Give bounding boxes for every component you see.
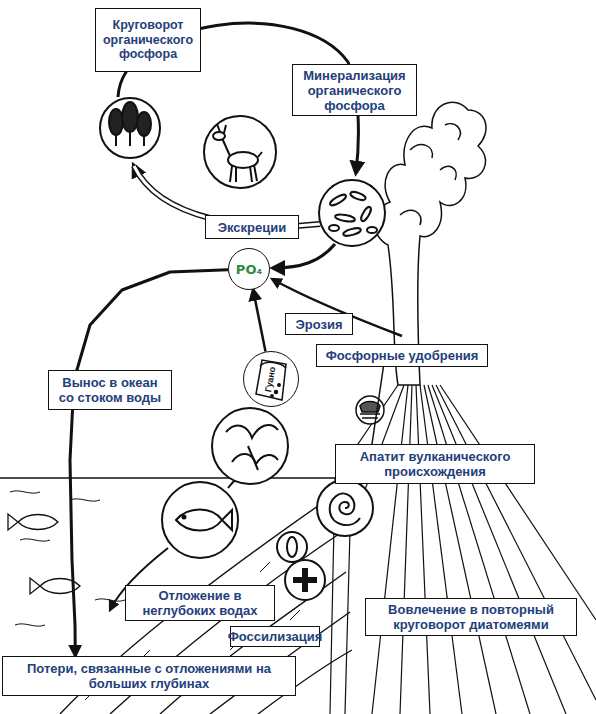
circle-label: Гуано xyxy=(263,365,278,392)
volcano-body xyxy=(330,385,398,714)
flow-arrow xyxy=(253,290,265,352)
process-box: Эрозия xyxy=(285,313,353,335)
box-label: Апатит вулканического происхождения xyxy=(340,449,530,479)
sea xyxy=(0,477,335,479)
cycle-arrow xyxy=(272,279,402,336)
box-label: Эрозия xyxy=(296,317,343,332)
box-label: Круговорот органического фосфора xyxy=(100,18,196,62)
box-label: Фоссилизация xyxy=(228,629,323,644)
box-label: Отложение в неглубоких водах xyxy=(130,588,270,618)
compound-circle: PO₄ xyxy=(228,248,270,290)
process-box: Вовлечение в повторный круговорот диатом… xyxy=(365,598,577,636)
guano-bag xyxy=(256,360,286,400)
fish-circle xyxy=(162,482,238,558)
process-box: Потери, связанные с отложениями на больш… xyxy=(2,656,296,696)
fish-circle xyxy=(183,516,186,519)
bacteria-circle xyxy=(329,225,339,231)
apatite-circle xyxy=(356,396,384,424)
fossil-circle xyxy=(293,568,317,592)
fossil-circle xyxy=(277,532,307,562)
bacteria-circle xyxy=(319,180,385,246)
bacteria-circle xyxy=(319,180,385,246)
trees-circle xyxy=(122,102,138,132)
bacteria-circle xyxy=(335,213,356,222)
box-label: Вынос в океан со стоком воды xyxy=(53,375,167,405)
process-box: Фосфорные удобрения xyxy=(316,344,488,367)
trees-circle xyxy=(100,98,160,158)
bacteria-circle xyxy=(349,190,366,201)
volcano-plume xyxy=(410,145,432,158)
trees-circle xyxy=(100,98,160,158)
trees-circle xyxy=(116,132,144,146)
process-box: Вынос в океан со стоком воды xyxy=(48,370,172,410)
volcano-body xyxy=(345,385,404,714)
fossil-circle xyxy=(287,537,297,557)
volcano-body xyxy=(372,385,408,714)
process-box: Экскреции xyxy=(205,215,299,239)
box-label: Потери, связанные с отложениями на больш… xyxy=(7,661,291,691)
box-label: Фосфорные удобрения xyxy=(326,348,479,363)
volcano-body xyxy=(420,385,462,714)
deer-circle xyxy=(213,132,225,140)
guano-bag xyxy=(271,395,273,397)
process-box: Круговорот органического фосфора xyxy=(95,8,201,72)
process-box: Апатит вулканического происхождения xyxy=(335,444,535,484)
guano-bag xyxy=(256,360,286,400)
bacteria-circle xyxy=(359,206,372,223)
volcano-plume xyxy=(445,124,460,140)
deer-circle xyxy=(222,138,230,156)
fossil-circle xyxy=(317,480,373,536)
fish-circle xyxy=(176,510,222,531)
birds-circle xyxy=(248,446,258,470)
guano-circle: Гуано xyxy=(243,351,299,407)
cycle-arrow xyxy=(274,244,335,268)
volcano-body xyxy=(428,385,530,714)
birds-circle xyxy=(212,408,288,484)
bacteria-circle xyxy=(343,227,362,237)
deer-circle xyxy=(230,152,262,182)
box-label: Минерализация органического фосфора xyxy=(297,68,412,113)
apatite-circle xyxy=(356,396,384,424)
bacteria-circle xyxy=(329,193,348,207)
birds-circle xyxy=(226,425,278,438)
process-box: Отложение в неглубоких водах xyxy=(125,585,275,621)
fossil-circle xyxy=(277,480,373,600)
circle-label: PO₄ xyxy=(236,262,262,277)
volcano-plume xyxy=(400,210,421,225)
guano-bag xyxy=(278,384,280,386)
deer-circle xyxy=(204,116,276,188)
guano-bag xyxy=(275,391,278,394)
volcano-plume xyxy=(375,102,486,385)
fossil-circle xyxy=(285,560,325,600)
deer-circle xyxy=(204,116,276,188)
box-label: Вовлечение в повторный круговорот диатом… xyxy=(370,602,572,632)
volcano-plume xyxy=(440,166,456,180)
process-box: Фоссилизация xyxy=(230,626,320,647)
volcano-body xyxy=(424,385,496,714)
volcano-body xyxy=(330,385,596,714)
volcano-plume xyxy=(375,102,486,385)
bacteria-circle xyxy=(367,227,377,233)
process-box: Минерализация органического фосфора xyxy=(292,64,417,116)
fossil-circle xyxy=(330,493,360,525)
birds-circle xyxy=(212,408,288,484)
box-label: Экскреции xyxy=(218,220,286,235)
volcano-body xyxy=(400,385,412,714)
volcano-body xyxy=(416,385,430,714)
volcano-body xyxy=(432,385,566,714)
fish-circle xyxy=(222,510,232,530)
fish-circle xyxy=(162,482,238,558)
volcano-body xyxy=(436,385,596,700)
fish-symbol xyxy=(8,514,80,594)
trees-circle xyxy=(109,109,123,135)
fish-symbol xyxy=(8,514,58,530)
sea xyxy=(0,478,335,626)
sea xyxy=(10,491,125,626)
flow-arrow xyxy=(372,367,383,444)
trees-circle xyxy=(137,112,151,136)
volcano-body xyxy=(440,385,596,620)
deer-circle xyxy=(217,124,226,133)
